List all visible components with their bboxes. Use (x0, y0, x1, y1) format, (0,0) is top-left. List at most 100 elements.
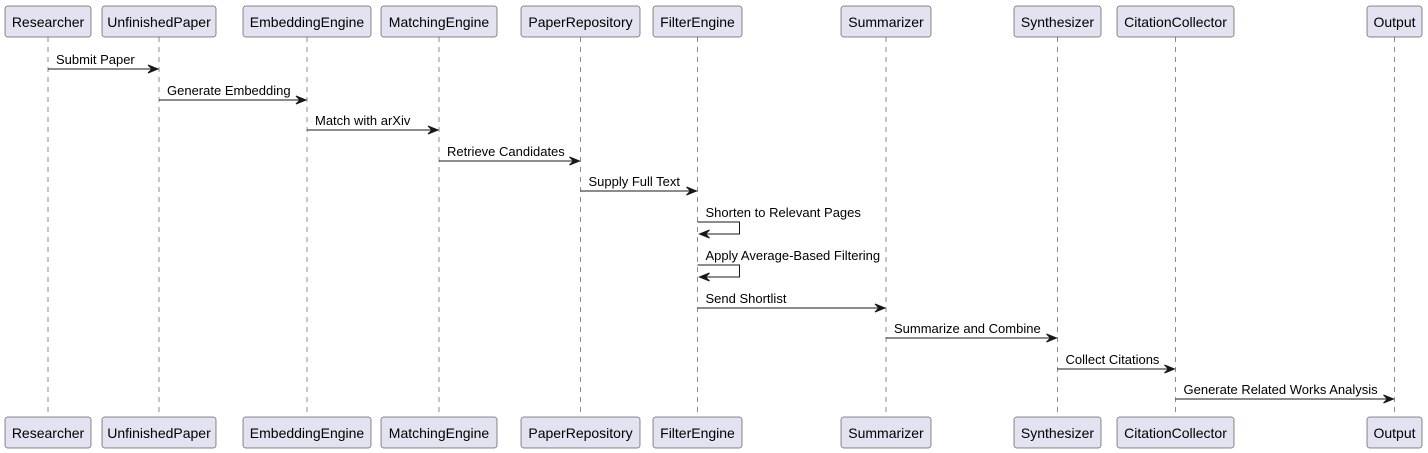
participant-box (1116, 5, 1235, 38)
participant-output-bottom: Output (1366, 416, 1423, 449)
arrowhead (147, 64, 160, 74)
message-1: Submit Paper (48, 52, 160, 74)
participant-researcher-top: Researcher (4, 5, 92, 38)
participant-label: UnfinishedPaper (107, 14, 211, 30)
message-4: Retrieve Candidates (439, 144, 581, 166)
message-label: Shorten to Relevant Pages (706, 205, 862, 220)
participant-box (652, 5, 743, 38)
message-label: Collect Citations (1066, 352, 1160, 367)
message-3: Match with arXiv (307, 113, 440, 135)
participant-box (101, 416, 217, 449)
participant-label: Summarizer (848, 14, 924, 30)
participant-label: Researcher (12, 14, 85, 30)
participant-label: FilterEngine (660, 14, 735, 30)
participants-bottom: Researcher UnfinishedPaper EmbeddingEngine… (4, 416, 1423, 449)
participant-label: Synthesizer (1021, 425, 1094, 441)
participant-label: CitationCollector (1124, 425, 1227, 441)
message-label: Send Shortlist (706, 291, 787, 306)
message-line (697, 221, 740, 235)
message-line (697, 264, 740, 278)
participant-label: CitationCollector (1124, 14, 1227, 30)
message-label: Retrieve Candidates (447, 144, 565, 159)
participant-label: EmbeddingEngine (250, 425, 365, 441)
message-9: Summarize and Combine (886, 321, 1058, 343)
participant-filter-top: FilterEngine (652, 5, 743, 38)
participant-box (380, 416, 498, 449)
participant-label: Researcher (12, 425, 85, 441)
arrowhead (1383, 394, 1395, 404)
participant-output-top: Output (1366, 5, 1423, 38)
message-7: Apply Average-Based Filtering (697, 248, 881, 282)
participant-label: Synthesizer (1021, 14, 1094, 30)
arrowhead (698, 272, 710, 282)
participant-label: Output (1373, 14, 1415, 30)
participant-label: FilterEngine (660, 425, 735, 441)
message-label: Submit Paper (56, 52, 135, 67)
arrowhead (569, 156, 581, 166)
arrowhead (1164, 364, 1176, 374)
participant-researcher-bottom: Researcher (4, 416, 92, 449)
participant-box (242, 5, 372, 38)
message-8: Send Shortlist (697, 291, 887, 313)
participant-box (520, 416, 641, 449)
participant-box (1013, 5, 1102, 38)
message-label: Summarize and Combine (894, 321, 1041, 336)
participant-box (101, 5, 217, 38)
participant-summarizer-bottom: Summarizer (840, 416, 932, 449)
participant-box (380, 5, 498, 38)
participant-unfinished-top: UnfinishedPaper (101, 5, 217, 38)
participant-label: Output (1373, 425, 1415, 441)
participant-synthesizer-bottom: Synthesizer (1013, 416, 1102, 449)
participant-label: UnfinishedPaper (107, 425, 211, 441)
message-label: Apply Average-Based Filtering (706, 248, 881, 263)
participant-embedding-bottom: EmbeddingEngine (242, 416, 372, 449)
participant-label: MatchingEngine (389, 425, 490, 441)
message-label: Match with arXiv (315, 113, 411, 128)
participant-label: Summarizer (848, 425, 924, 441)
arrowhead (686, 186, 698, 196)
participant-matching-top: MatchingEngine (380, 5, 498, 38)
participant-label: EmbeddingEngine (250, 14, 365, 30)
participant-repository-bottom: PaperRepository (520, 416, 641, 449)
arrowhead (698, 229, 710, 239)
participant-box (4, 5, 92, 38)
participant-box (1366, 5, 1423, 38)
message-2: Generate Embedding (159, 83, 308, 105)
participant-unfinished-bottom: UnfinishedPaper (101, 416, 217, 449)
arrowhead (295, 95, 308, 105)
arrowhead (427, 125, 440, 135)
message-label: Generate Embedding (167, 83, 291, 98)
participant-box (242, 416, 372, 449)
participant-box (840, 5, 932, 38)
message-5: Supply Full Text (580, 174, 698, 196)
participant-label: PaperRepository (528, 425, 632, 441)
participant-repository-top: PaperRepository (520, 5, 641, 38)
participant-box (1116, 416, 1235, 449)
message-label: Generate Related Works Analysis (1184, 382, 1379, 397)
message-6: Shorten to Relevant Pages (697, 205, 862, 239)
participant-box (1013, 416, 1102, 449)
participant-label: PaperRepository (528, 14, 632, 30)
participant-label: MatchingEngine (389, 14, 490, 30)
message-10: Collect Citations (1057, 352, 1176, 374)
participant-citation-top: CitationCollector (1116, 5, 1235, 38)
participant-synthesizer-top: Synthesizer (1013, 5, 1102, 38)
participant-box (4, 416, 92, 449)
participant-summarizer-top: Summarizer (840, 5, 932, 38)
participant-citation-bottom: CitationCollector (1116, 416, 1235, 449)
message-11: Generate Related Works Analysis (1175, 382, 1395, 404)
participant-filter-bottom: FilterEngine (652, 416, 743, 449)
arrowhead (874, 303, 887, 313)
arrowhead (1046, 333, 1058, 343)
message-label: Supply Full Text (589, 174, 681, 189)
participant-matching-bottom: MatchingEngine (380, 416, 498, 449)
participant-embedding-top: EmbeddingEngine (242, 5, 372, 38)
participants-top: Researcher UnfinishedPaper EmbeddingEngine… (4, 5, 1423, 38)
participant-box (1366, 416, 1423, 449)
lifelines (47, 37, 1395, 417)
participant-box (520, 5, 641, 38)
participant-box (840, 416, 932, 449)
participant-box (652, 416, 743, 449)
